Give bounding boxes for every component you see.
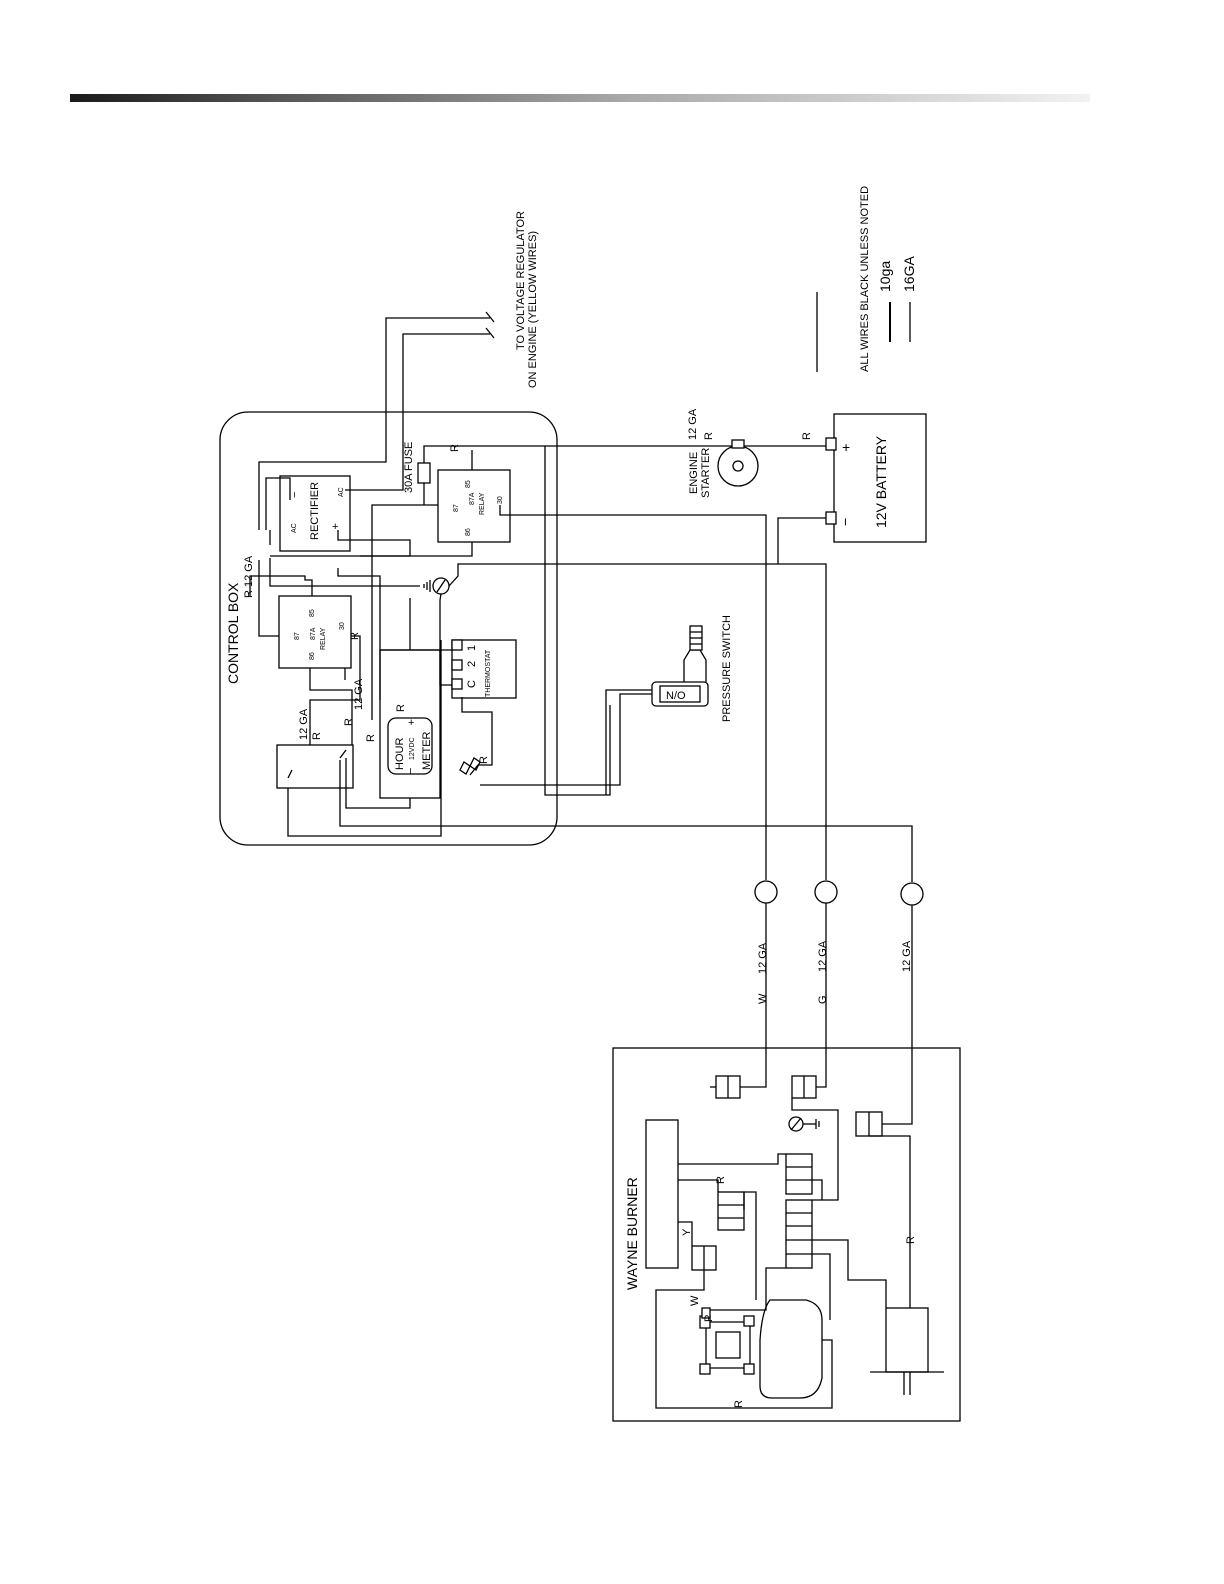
switch-12ga-label: 12 GA bbox=[298, 708, 310, 740]
control-box: CONTROL BOX bbox=[219, 411, 558, 846]
fuse-label: 30A FUSE bbox=[403, 442, 415, 493]
thermostat-c: C bbox=[466, 680, 478, 688]
battery-label: 12V BATTERY bbox=[873, 435, 889, 528]
legend-10ga: 10ga bbox=[877, 261, 893, 292]
fuel-pump-icon bbox=[699, 1307, 755, 1375]
legend-note: ALL WIRES BLACK UNLESS NOTED bbox=[859, 186, 871, 372]
motor-icon bbox=[870, 1307, 944, 1395]
pressure-switch-no: N/O bbox=[666, 690, 686, 702]
rectifier-label: RECTIFIER bbox=[309, 482, 321, 540]
harness-g-label: G bbox=[817, 995, 829, 1004]
engine-starter: ENGINE STARTER 12 GA R R bbox=[545, 408, 826, 498]
ground-icon bbox=[423, 577, 450, 595]
relay2-86: 86 bbox=[309, 652, 316, 660]
rectifier-minus: − bbox=[289, 492, 301, 498]
relay-lower: 87 87A RELAY 86 85 30 bbox=[278, 595, 352, 669]
battery-r-label: R bbox=[801, 432, 813, 440]
wayne-burner-label: WAYNE BURNER bbox=[624, 1177, 640, 1290]
relay2-87: 87 bbox=[294, 632, 301, 640]
fuse-r-label: R bbox=[449, 444, 461, 452]
wayne-burner: WAYNE BURNER bbox=[612, 1047, 961, 1422]
r12ga-label: R 12 GA bbox=[243, 555, 255, 598]
fuse: 30A FUSE bbox=[403, 442, 431, 493]
hm-r-label: R bbox=[365, 734, 377, 742]
switch-box: 12 GA R bbox=[276, 708, 354, 789]
thermostat: C 2 1 THERMOSTAT bbox=[451, 639, 517, 699]
battery-minus: − bbox=[837, 518, 853, 526]
relay1-85: 85 bbox=[465, 480, 472, 488]
engine-starter-line1: ENGINE bbox=[688, 452, 700, 494]
header-rule bbox=[70, 94, 1090, 102]
relay1-87: 87 bbox=[453, 504, 460, 512]
rectifier-ac1: AC bbox=[291, 523, 298, 533]
hm-r2-label: R bbox=[395, 704, 407, 712]
relay2-r-label: R bbox=[349, 632, 361, 640]
wire-nut-icon bbox=[459, 757, 481, 775]
battery-plus: + bbox=[842, 439, 850, 455]
voltage-reg-line2: ON ENGINE (YELLOW WIRES) bbox=[527, 231, 539, 388]
thermostat-1: 1 bbox=[466, 645, 478, 651]
voltage-reg-line1: TO VOLTAGE REGULATOR bbox=[515, 211, 527, 350]
legend: ALL WIRES BLACK UNLESS NOTED 10ga 16GA bbox=[816, 186, 917, 372]
relay2-87a: 87A bbox=[310, 627, 317, 640]
relay1-30: 30 bbox=[497, 496, 504, 504]
battery: + − 12V BATTERY bbox=[777, 413, 927, 564]
hour-meter-volt: 12VDC bbox=[409, 737, 416, 760]
starter-r-label: R bbox=[703, 432, 715, 440]
engine-starter-line2: STARTER bbox=[700, 448, 712, 498]
control-box-label: CONTROL BOX bbox=[225, 582, 241, 684]
rectifier-ac2: AC bbox=[338, 487, 345, 497]
hour-meter-minus: − bbox=[405, 768, 417, 774]
pressure-switch-label: PRESSURE SWITCH bbox=[721, 615, 733, 722]
harness-w-label: W bbox=[757, 993, 769, 1004]
relay1-label: RELAY bbox=[479, 492, 486, 515]
relay1-86: 86 bbox=[465, 528, 472, 536]
hour-meter-meter: METER bbox=[421, 731, 433, 770]
burner-r2-label: R bbox=[733, 1400, 745, 1408]
burner-r1-label: R bbox=[715, 1176, 727, 1184]
thermo-r-label: R bbox=[478, 756, 490, 764]
starter-12ga-label: 12 GA bbox=[687, 408, 699, 440]
thermostat-2: 2 bbox=[466, 661, 478, 667]
relay2-85: 85 bbox=[309, 609, 316, 617]
relay2-30: 30 bbox=[339, 622, 346, 630]
relay2-12ga-label: 12 GA bbox=[353, 678, 365, 710]
relay-upper: 87 87A RELAY 86 85 30 bbox=[437, 469, 511, 543]
harness-12ga: 12 GA bbox=[901, 940, 913, 972]
burner-w-label: W bbox=[689, 1295, 701, 1306]
legend-16ga: 16GA bbox=[901, 256, 917, 292]
burner-p-label: P bbox=[703, 1315, 715, 1322]
switch-r-label: R bbox=[311, 732, 323, 740]
burner-r3-label: R bbox=[905, 1236, 917, 1244]
hour-meter-plus: + bbox=[408, 717, 414, 729]
harness: 12 GA W 12 GA G 12 GA bbox=[754, 840, 924, 1116]
switch-r2-label: R bbox=[343, 718, 355, 726]
relay2-label: RELAY bbox=[320, 627, 327, 650]
pressure-switch: N/O PRESSURE SWITCH bbox=[480, 615, 733, 795]
burner-y-label: Y bbox=[681, 1228, 693, 1236]
thermostat-label: THERMOSTAT bbox=[485, 649, 492, 697]
control-box-wiring: R 12 GA R 12 GA R R R R R TO VOLTAGE REG… bbox=[243, 211, 913, 840]
harness-g-12ga: 12 GA bbox=[817, 940, 829, 972]
hour-meter: HOUR METER 12VDC − + bbox=[379, 649, 441, 799]
harness-w-12ga: 12 GA bbox=[757, 942, 769, 974]
hour-meter-hour: HOUR bbox=[394, 738, 406, 770]
rectifier-plus: + bbox=[332, 521, 338, 533]
relay1-87a: 87A bbox=[469, 492, 476, 505]
